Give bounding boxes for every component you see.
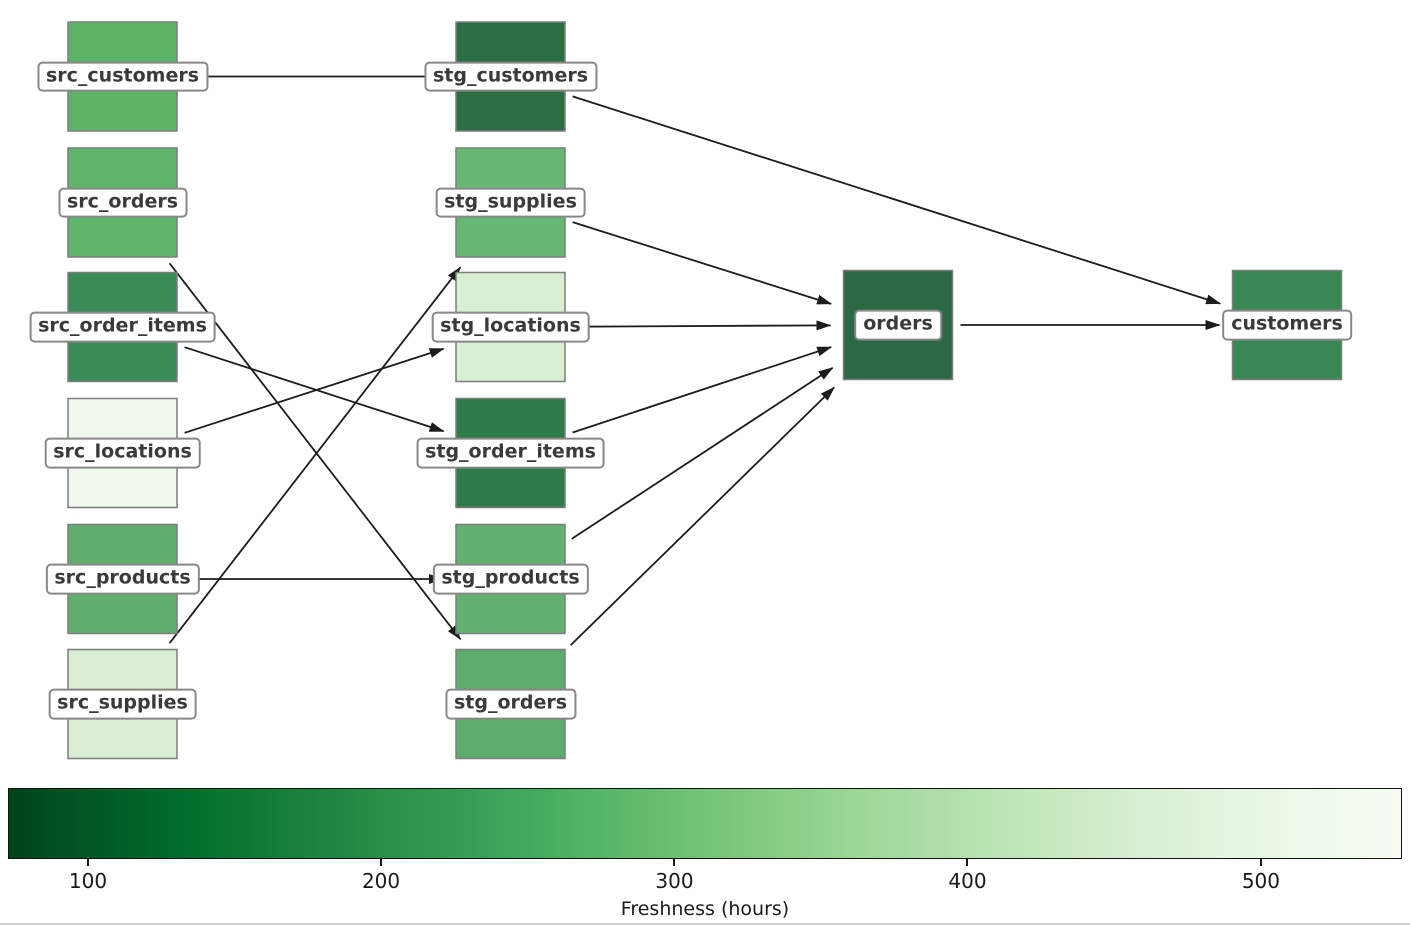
node-label-orders: orders (854, 309, 942, 341)
edges-group (168, 71, 1222, 646)
node-label-stg_supplies: stg_supplies (435, 187, 586, 218)
node-label-stg_locations: stg_locations (431, 311, 590, 343)
edge-src_supplies-to-stg_supplies (168, 266, 462, 644)
node-label-stg_order_items: stg_order_items (416, 437, 605, 469)
node-label-src_customers: src_customers (36, 61, 209, 92)
node-label-src_orders: src_orders (57, 187, 188, 218)
colorbar-tick-mark-200 (380, 859, 383, 866)
colorbar-tick-label-200: 200 (361, 869, 401, 893)
colorbar-gradient (8, 788, 1402, 859)
edge-src_locations-to-stg_locations (184, 347, 445, 434)
colorbar-tick-label-400: 400 (948, 869, 987, 893)
colorbar-tick-mark-300 (673, 859, 676, 866)
edge-stg_customers-to-customers (572, 95, 1222, 305)
node-label-src_locations: src_locations (44, 437, 201, 469)
edge-stg_order_items-to-orders (572, 346, 833, 434)
figure-bottom-border (0, 923, 1410, 925)
colorbar-tick-label-100: 100 (68, 869, 108, 893)
edge-stg_locations-to-orders (572, 320, 832, 331)
colorbar-tick-label-300: 300 (655, 869, 694, 893)
node-label-src_order_items: src_order_items (29, 311, 216, 343)
colorbar-tick-label-500: 500 (1241, 869, 1281, 893)
colorbar-tick-mark-500 (1259, 859, 1262, 866)
node-label-stg_customers: stg_customers (423, 61, 598, 92)
edge-stg_products-to-orders (571, 367, 834, 540)
edge-src_orders-to-stg_orders (168, 262, 462, 641)
edge-stg_orders-to-orders (570, 386, 835, 646)
node-label-stg_orders: stg_orders (444, 688, 577, 720)
colorbar-tick-mark-100 (87, 859, 89, 866)
edge-src_order_items-to-stg_order_items (184, 346, 445, 433)
node-label-stg_products: stg_products (432, 563, 589, 595)
colorbar-axis-label: Freshness (hours) (620, 898, 790, 920)
node-label-customers: customers (1222, 309, 1352, 341)
node-label-src_products: src_products (45, 563, 200, 595)
colorbar-tick-mark-400 (966, 859, 969, 866)
colorbar: 100 200 300 400 500 Freshness (hours) (8, 788, 1402, 920)
edge-stg_supplies-to-orders (572, 221, 833, 305)
node-label-src_supplies: src_supplies (48, 688, 197, 720)
